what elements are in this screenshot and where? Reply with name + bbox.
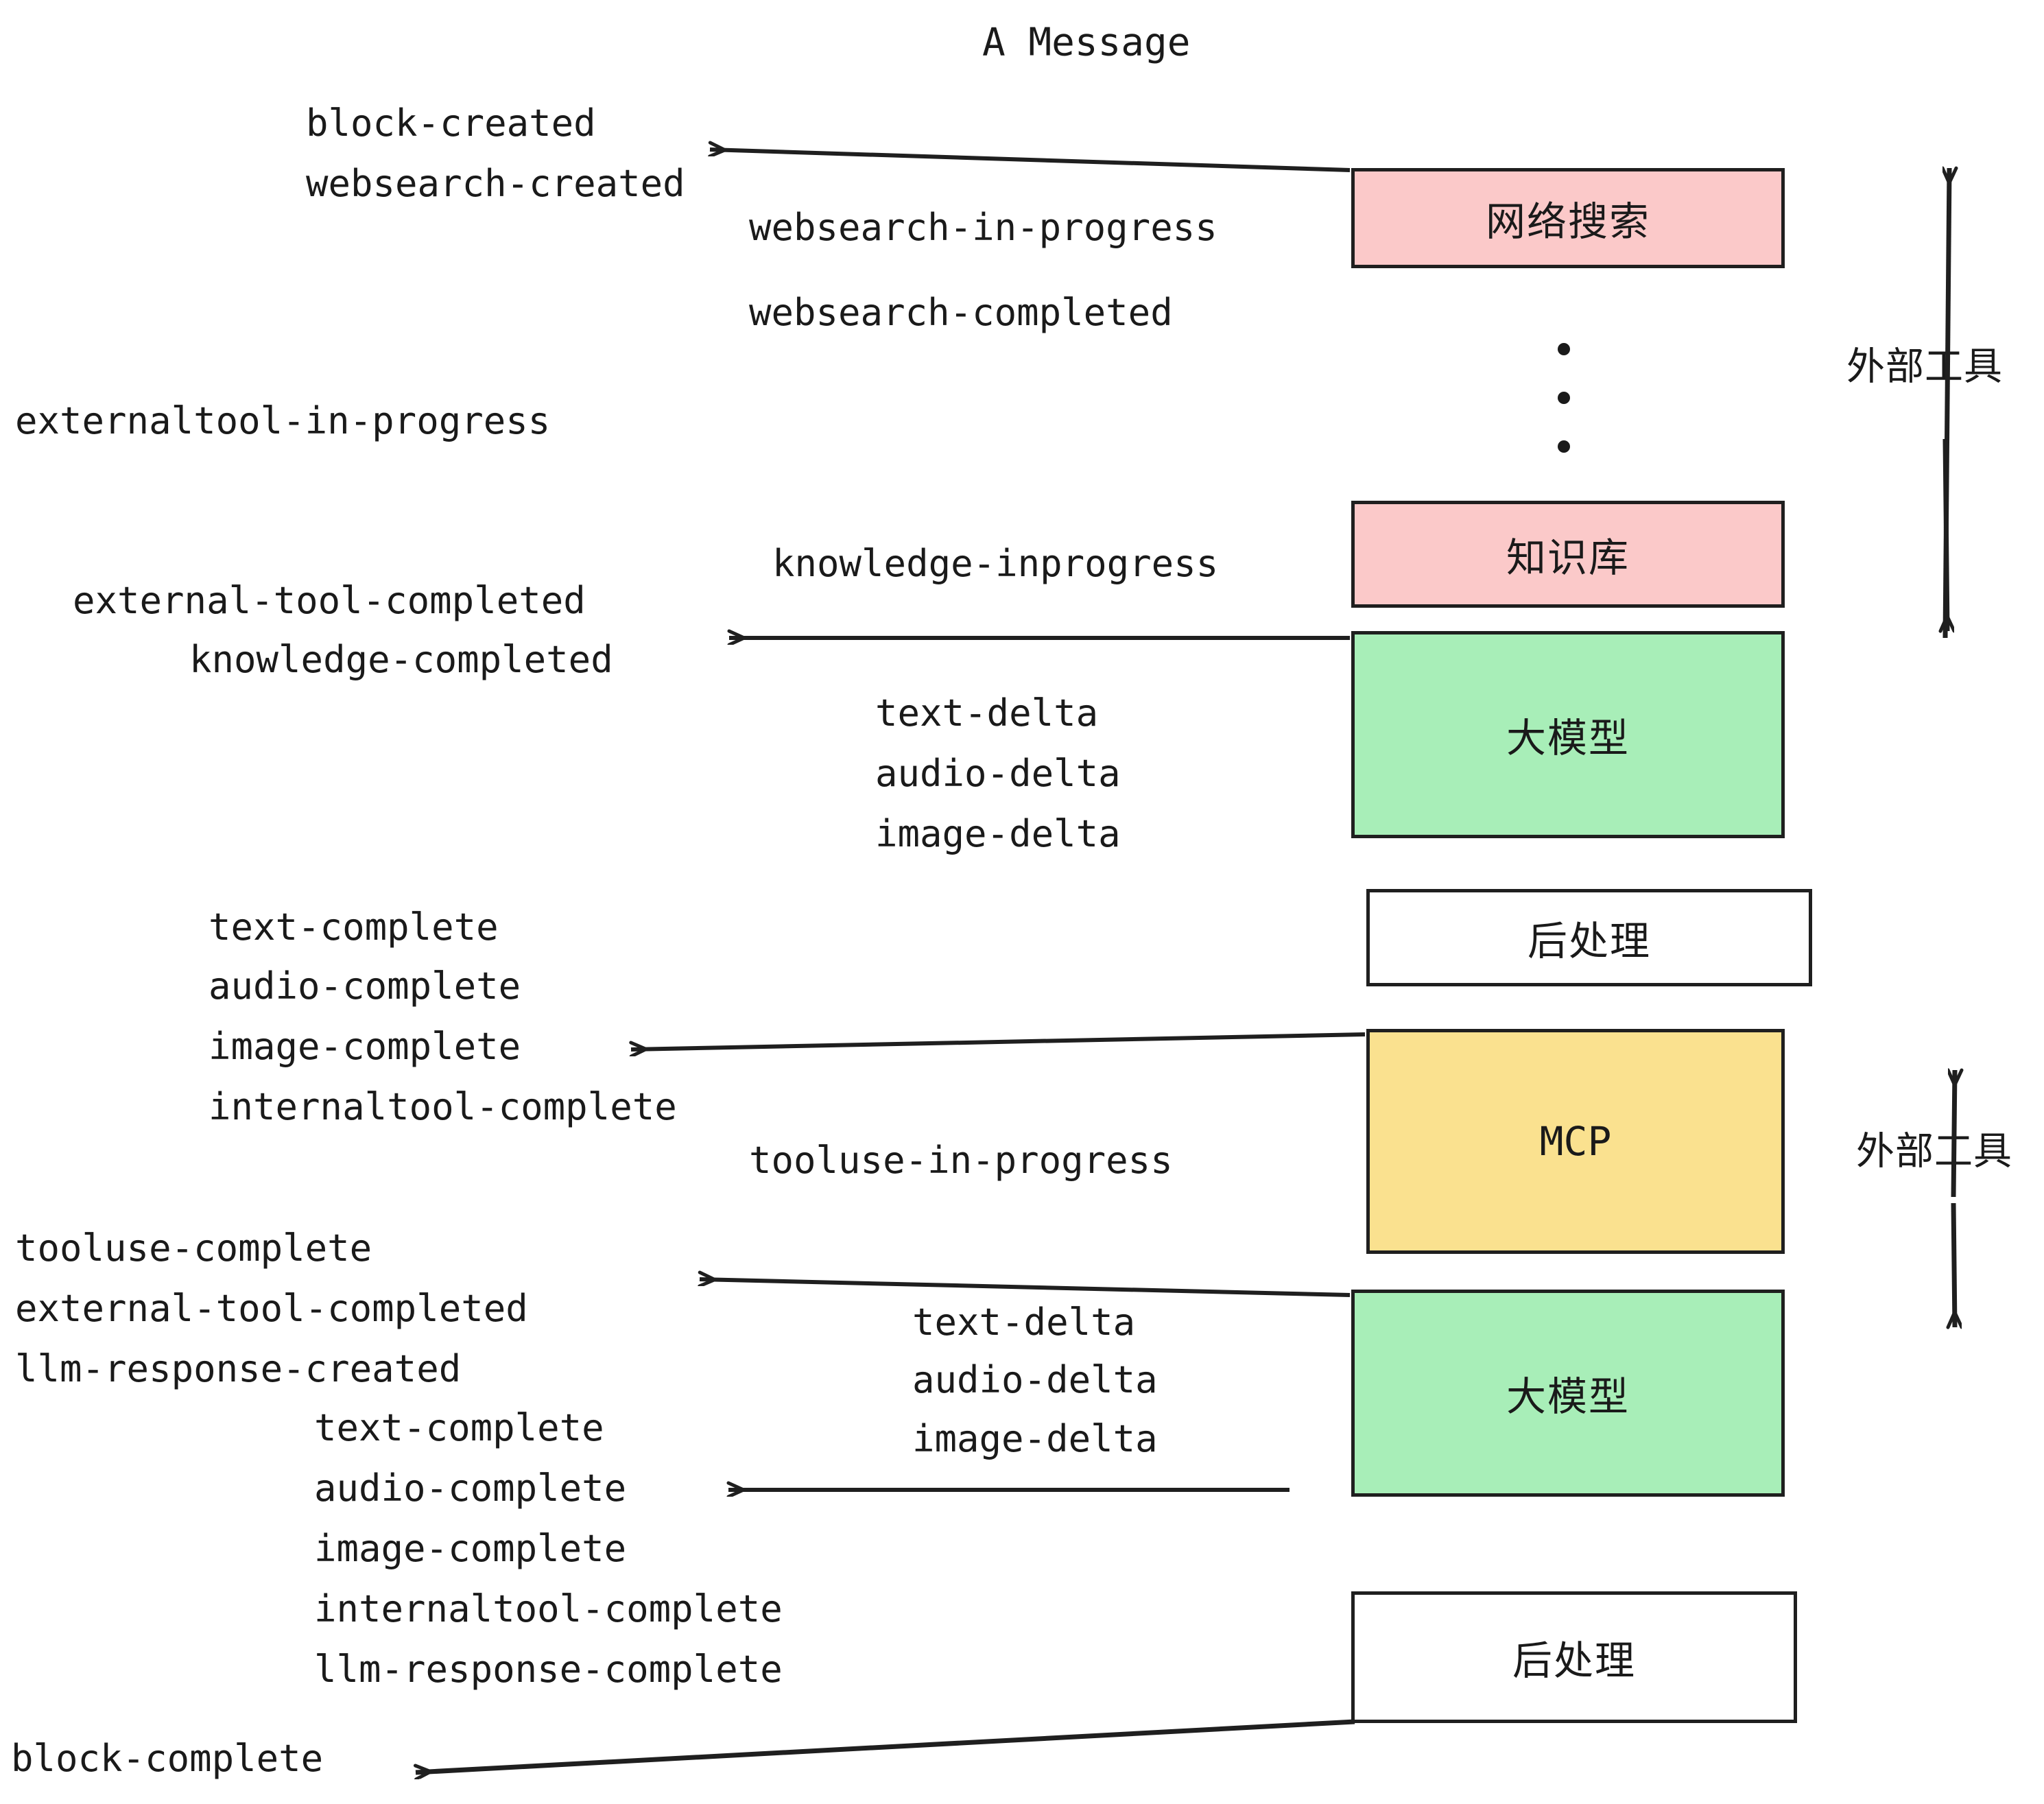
event-label-text-complete-2: text-complete [314, 1406, 604, 1449]
event-label-websearch-completed: websearch-completed [749, 291, 1173, 334]
event-label-image-complete-2: image-complete [314, 1527, 627, 1570]
arrow-external-tools-down-bottom [1953, 1202, 1955, 1327]
event-label-internaltool-complete-1: internaltool-complete [209, 1085, 677, 1128]
arrow-external-tools-up-top [1945, 168, 1949, 639]
event-label-knowledge-completed: knowledge-completed [189, 638, 613, 681]
event-label-llm-response-created: llm-response-created [15, 1347, 462, 1390]
node-postprocess-1[interactable]: 后处理 [1366, 889, 1812, 986]
node-postprocess-2-label: 后处理 [1512, 1637, 1636, 1684]
node-knowledge[interactable]: 知识库 [1351, 501, 1785, 608]
node-llm-2-label: 大模型 [1506, 1373, 1630, 1420]
node-postprocess-2[interactable]: 后处理 [1351, 1591, 1797, 1723]
event-label-audio-delta-1: audio-delta [875, 752, 1121, 795]
side-label-external-tools-bottom: 外部工具 [1856, 1129, 2012, 1174]
event-label-websearch-in-progress: websearch-in-progress [749, 206, 1217, 249]
arrow-block-created [710, 150, 1351, 172]
event-label-tooluse-in-progress: tooluse-in-progress [749, 1139, 1173, 1182]
event-label-external-tool-completed-2: external-tool-completed [15, 1287, 528, 1330]
event-label-llm-response-complete: llm-response-complete [314, 1648, 783, 1691]
event-label-knowledge-inprogress: knowledge-inprogress [772, 542, 1219, 585]
event-label-image-delta-1: image-delta [875, 812, 1121, 855]
event-label-tooluse-complete: tooluse-complete [15, 1226, 372, 1270]
node-llm-2[interactable]: 大模型 [1351, 1290, 1785, 1497]
event-label-text-delta-1: text-delta [875, 691, 1099, 735]
node-mcp[interactable]: MCP [1366, 1029, 1785, 1254]
event-label-internaltool-complete-2: internaltool-complete [314, 1587, 783, 1630]
event-label-image-complete-1: image-complete [209, 1025, 521, 1068]
node-postprocess-1-label: 后处理 [1527, 918, 1651, 964]
node-llm-1-label: 大模型 [1506, 715, 1630, 761]
node-websearch-label: 网络搜索 [1485, 198, 1650, 245]
event-label-websearch-created: websearch-created [306, 162, 685, 205]
node-mcp-label: MCP [1539, 1118, 1612, 1165]
vertical-ellipsis [1557, 343, 1571, 453]
event-label-external-tool-completed-1: external-tool-completed [73, 579, 586, 622]
event-label-audio-complete-2: audio-complete [314, 1467, 627, 1510]
event-label-text-delta-2: text-delta [912, 1301, 1136, 1344]
event-label-block-created: block-created [306, 102, 596, 145]
event-label-block-complete: block-complete [11, 1737, 324, 1780]
arrow-block-complete [416, 1719, 1355, 1772]
event-label-text-complete-1: text-complete [209, 905, 499, 949]
event-label-audio-complete-1: audio-complete [209, 964, 521, 1008]
arrow-tooluse-complete [700, 1279, 1351, 1297]
node-websearch[interactable]: 网络搜索 [1351, 168, 1785, 268]
event-label-externaltool-in-progress: externaltool-in-progress [15, 399, 551, 442]
event-label-audio-delta-2: audio-delta [912, 1358, 1158, 1401]
node-knowledge-label: 知识库 [1506, 534, 1630, 581]
page-title: A Message [982, 20, 1191, 65]
side-label-external-tools-top: 外部工具 [1846, 344, 2003, 390]
arrow-image-complete [631, 1032, 1366, 1049]
node-llm-1[interactable]: 大模型 [1351, 631, 1785, 838]
arrow-external-tools-down-top [1945, 438, 1947, 631]
event-label-image-delta-2: image-delta [912, 1417, 1158, 1460]
